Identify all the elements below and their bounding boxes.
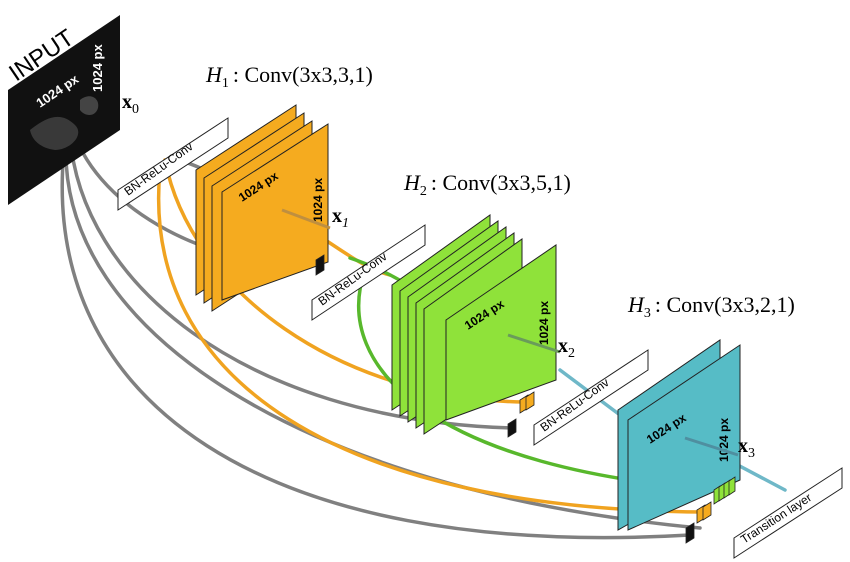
h1-height-label: 1024 px bbox=[311, 178, 325, 222]
h2-heading: H2: Conv(3x3,5,1) bbox=[403, 170, 571, 199]
transition-layer-label: Transition layer bbox=[738, 490, 814, 546]
concat-marker-t-orange-2 bbox=[702, 501, 712, 521]
transition-layer-block: Transition layer bbox=[733, 467, 843, 559]
link-x1-to-transition bbox=[156, 168, 707, 514]
link-x0-to-transition-a bbox=[64, 143, 702, 530]
input-height-label: 1024 px bbox=[90, 44, 105, 92]
concat-marker-t-green-4 bbox=[728, 476, 736, 496]
h3-feature-maps bbox=[617, 339, 741, 531]
x0-label: x0 bbox=[122, 91, 139, 117]
h2-height-label: 1024 px bbox=[537, 301, 551, 345]
h1-output-label: x1 bbox=[332, 205, 349, 231]
link-x0-to-transition-b bbox=[60, 148, 692, 540]
h1-feature-maps bbox=[195, 104, 329, 312]
h3-bn-relu-conv-label: BN-ReLu-Conv bbox=[538, 375, 612, 434]
h2-output-line bbox=[507, 333, 561, 354]
h1-output-line bbox=[281, 208, 331, 230]
h2-output-label: x2 bbox=[558, 335, 575, 361]
concat-marker-h3-orange-2 bbox=[525, 391, 535, 411]
concat-marker-t-black bbox=[685, 522, 695, 544]
concat-marker-h2 bbox=[315, 254, 325, 276]
h3-height-label: 1024 px bbox=[717, 418, 731, 462]
concat-markers bbox=[315, 254, 736, 544]
h1-heading: H1: Conv(3x3,3,1) bbox=[205, 62, 373, 91]
h2-feature-maps bbox=[391, 214, 557, 435]
concat-marker-h3-black bbox=[507, 418, 517, 438]
h3-output-line bbox=[684, 436, 739, 457]
h3-output-label: x3 bbox=[738, 435, 755, 461]
link-x0-to-h3 bbox=[68, 133, 514, 430]
h3-heading: H3: Conv(3x3,2,1) bbox=[627, 292, 795, 321]
